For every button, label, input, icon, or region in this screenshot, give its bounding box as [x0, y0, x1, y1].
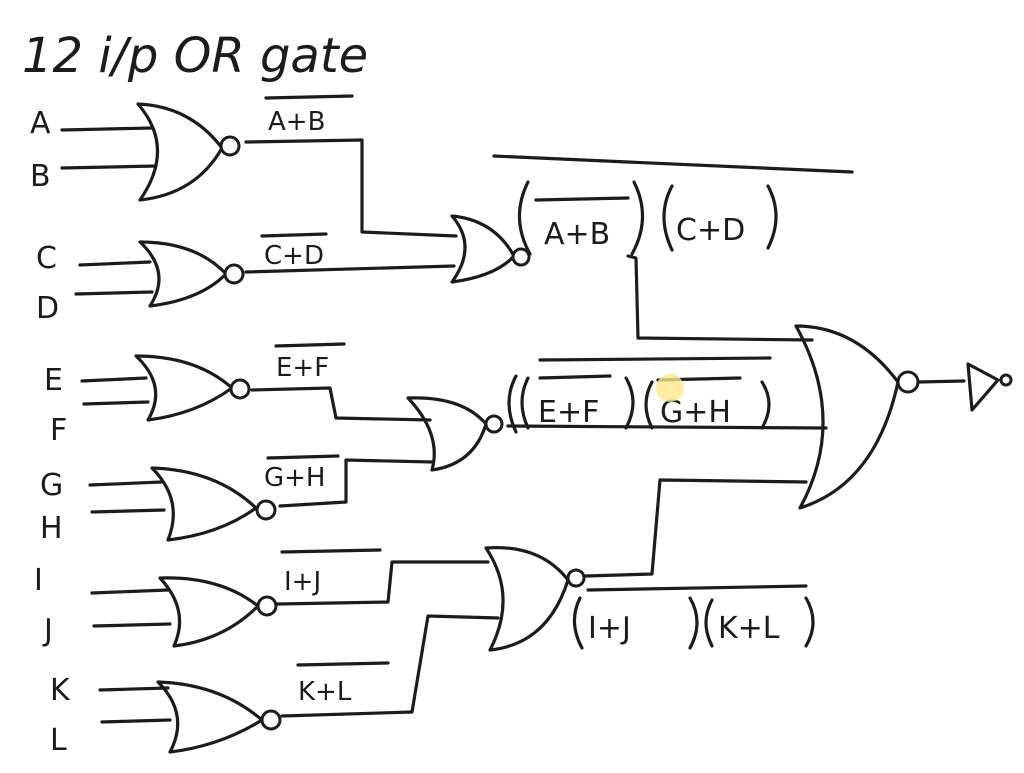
stage2-wires: [506, 254, 828, 578]
inversion-bubble: [219, 135, 241, 157]
input-label-e: E: [44, 363, 63, 398]
input-label-a: A: [30, 106, 51, 141]
svg-text:G+H: G+H: [264, 463, 325, 493]
inversion-bubble: [511, 247, 531, 267]
nor-gate-cd: [138, 240, 245, 308]
inversion-bubble: [255, 499, 277, 521]
pen-cursor-highlight: [656, 374, 684, 402]
svg-text:I+J: I+J: [588, 611, 631, 646]
inversion-bubble: [999, 373, 1013, 387]
inversion-bubble: [260, 709, 282, 731]
svg-text:C+D: C+D: [676, 213, 745, 248]
label-c-plus-d: C+D: [260, 232, 328, 271]
nor-gate-ef: [134, 354, 251, 422]
nor-gate-efgh: [406, 396, 504, 472]
svg-text:E+F: E+F: [538, 395, 599, 430]
nor-gate-ij: [158, 576, 278, 648]
diagram-title: 12 i/p OR gate: [22, 28, 368, 84]
inversion-bubble: [229, 378, 251, 400]
input-label-g: G: [40, 468, 63, 503]
svg-text:A+B: A+B: [544, 217, 610, 252]
nor-gate-gh: [150, 466, 277, 542]
inversion-bubble: [566, 568, 586, 588]
label-g-plus-h: G+H: [264, 454, 340, 493]
svg-text:K+L: K+L: [298, 677, 352, 707]
label-abcd-product: A+B C+D: [492, 154, 854, 256]
input-label-d: D: [36, 291, 59, 326]
label-a-plus-b: A+B: [264, 94, 354, 137]
nor-gate-kl: [156, 680, 282, 754]
input-label-l: L: [50, 723, 67, 758]
stage1-wires: [244, 138, 500, 718]
input-label-f: F: [50, 413, 67, 448]
label-i-plus-j: I+J: [280, 548, 382, 597]
inversion-bubble: [896, 370, 920, 394]
svg-text:I+J: I+J: [284, 567, 321, 597]
input-label-i: I: [34, 563, 43, 598]
inversion-bubble: [256, 595, 278, 617]
label-e-plus-f: E+F: [274, 342, 346, 383]
svg-text:E+F: E+F: [276, 353, 329, 383]
input-label-h: H: [40, 511, 63, 546]
input-label-c: C: [36, 241, 57, 276]
svg-text:C+D: C+D: [264, 241, 324, 271]
inversion-bubble: [484, 414, 504, 434]
input-label-b: B: [30, 159, 51, 194]
svg-text:K+L: K+L: [718, 611, 780, 646]
input-label-k: K: [50, 673, 71, 708]
final-inverter: [966, 362, 1013, 412]
inversion-bubble: [223, 263, 245, 285]
input-label-j: J: [42, 613, 53, 648]
input-wires: [60, 126, 172, 724]
label-k-plus-l: K+L: [296, 661, 390, 707]
final-output-wire: [916, 379, 966, 384]
nor-gate-abcd: [450, 214, 531, 284]
label-efgh-product: E+F G+H: [507, 356, 772, 434]
nor-gate-final: [794, 324, 920, 510]
nor-gate-ijkl: [484, 546, 586, 652]
nor-gate-ab: [136, 102, 241, 202]
label-ijkl-product: I+J K+L: [572, 584, 815, 650]
svg-text:A+B: A+B: [268, 107, 325, 137]
